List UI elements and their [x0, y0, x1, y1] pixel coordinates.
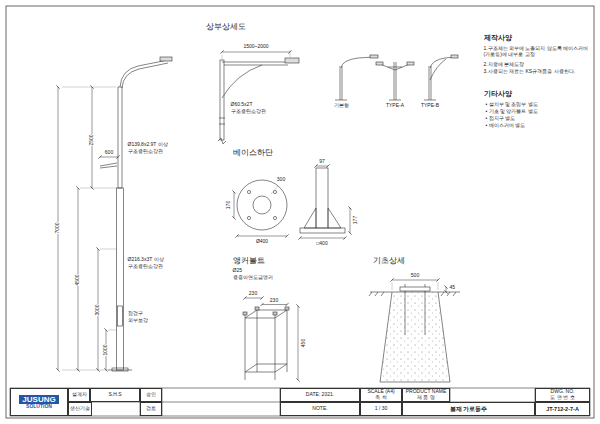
- dimension: 500: [410, 273, 419, 279]
- section-heading: 기타사양: [483, 90, 512, 98]
- view-title: 앵커볼트: [232, 256, 265, 265]
- dimension: Ø400: [255, 239, 268, 245]
- note-text: 1.구조체는 외부에 노출되지 않도록 베이스커버(가로등)에 내부로 고정: [483, 46, 589, 58]
- dimension: 3000: [95, 304, 101, 316]
- material-spec: Ø216.3x3T 이상: [127, 257, 164, 263]
- note-text: • 설치부 및 조립부 별도: [485, 102, 538, 108]
- upper-detail: [218, 50, 299, 144]
- title-block-cell: JT-712-2-7-A: [535, 402, 590, 416]
- sheet-frame: [6, 6, 594, 418]
- dimension: 450: [301, 338, 307, 347]
- cell-text: S.H.S: [108, 392, 121, 398]
- dimension: 230: [248, 291, 257, 297]
- title-block-cell: PRODUCT NAME제 품 명: [402, 388, 450, 402]
- title-block-cell: NOTE.: [280, 402, 360, 416]
- material-spec: 구조용탄소강관: [127, 264, 163, 270]
- dimension: 230: [269, 298, 278, 304]
- anchor-bolt-cage: [243, 307, 289, 380]
- dimension: 45: [449, 285, 456, 291]
- title-block-cell: 볼재 가로등주: [402, 402, 535, 416]
- type-label: TYPE-B: [420, 103, 439, 109]
- title-block-cell: 검토: [140, 402, 162, 416]
- view-title: 기초상세: [372, 256, 405, 265]
- cell-text: NOTE.: [312, 406, 327, 412]
- type-variants: [335, 55, 458, 100]
- cell-text: 도 면 번 호: [550, 395, 574, 401]
- material-spec: Ø60.5x2T: [230, 102, 253, 108]
- title-block-cell: SCALE (A4)축 척: [360, 388, 402, 402]
- cell-text: 설계자: [72, 392, 87, 398]
- type-label: 기본형: [333, 103, 349, 109]
- title-block-cell: 1 / 30: [360, 402, 402, 416]
- company-logo: JUSUNGSOLUTION: [10, 388, 68, 416]
- dimension: 2500: [89, 134, 95, 146]
- type-label: TYPE-A: [385, 103, 404, 109]
- dimension: 177: [353, 215, 359, 224]
- material-spec: Ø139.8x2.9T 이상: [127, 142, 168, 148]
- title-block-cell: S.H.S: [90, 388, 140, 402]
- foundation: [369, 282, 460, 382]
- dimension: 4500: [75, 274, 81, 286]
- dimension: 7000: [55, 222, 61, 234]
- material-spec: 구조용탄소강관: [127, 149, 163, 155]
- dimension: 1000: [103, 344, 109, 356]
- note-text: • 접지구 별도: [485, 116, 516, 122]
- title-block-cell: 생산기술: [68, 402, 92, 416]
- cell-text: JT-712-2-7-A: [546, 406, 579, 412]
- title-block-cell: 설계자: [68, 388, 90, 402]
- cell-text: JUSUNG: [19, 395, 58, 404]
- material-spec: 구조용탄소강관: [230, 109, 266, 115]
- dimension: □400: [316, 241, 328, 247]
- material-spec: 용융아연도금앵커: [232, 275, 273, 281]
- cell-text: 승인: [146, 392, 156, 398]
- note-text: 3.사용되는 재료는 KS규격품을 사용한다.: [483, 69, 589, 75]
- dimension: 600: [104, 150, 113, 156]
- title-block-cell: DATE: 2021.: [280, 388, 360, 402]
- note-text: 2.지중에 분체도장: [483, 62, 589, 68]
- dimension: 1500~2000: [243, 44, 269, 50]
- section-heading: 제작사양: [483, 34, 512, 42]
- title-block-grid: [10, 388, 590, 416]
- cell-text: 검토: [146, 406, 156, 412]
- cell-text: 1 / 30: [375, 406, 388, 412]
- note-text: • 베이스커버 별도: [485, 123, 526, 129]
- dimension: 300: [276, 177, 285, 183]
- cell-text: 생산기술: [70, 406, 90, 412]
- dimension: 97: [319, 159, 326, 165]
- note-text: • 기초 및 앙카볼트 별도: [485, 109, 538, 115]
- title-block-cell: 승인: [140, 388, 162, 402]
- cell-text: 제 품 명: [417, 395, 435, 401]
- cell-text: 볼재 가로등주: [450, 406, 488, 413]
- title-block-cell: DWG. NO.도 면 번 호: [535, 388, 590, 402]
- cell-text: SOLUTION: [26, 404, 52, 410]
- dimension: 170: [226, 200, 232, 209]
- cell-text: DATE: 2021.: [306, 392, 334, 398]
- part-label: 외부보강: [127, 318, 148, 324]
- part-label: 점검구: [127, 311, 143, 317]
- material-spec: Ø25: [232, 268, 242, 274]
- view-title: 상부상세도: [205, 22, 246, 31]
- view-title: 베이스하단: [232, 148, 273, 157]
- base-plate: [237, 168, 345, 233]
- cell-text: 축 척: [375, 395, 386, 401]
- pole-elevation: [62, 57, 172, 371]
